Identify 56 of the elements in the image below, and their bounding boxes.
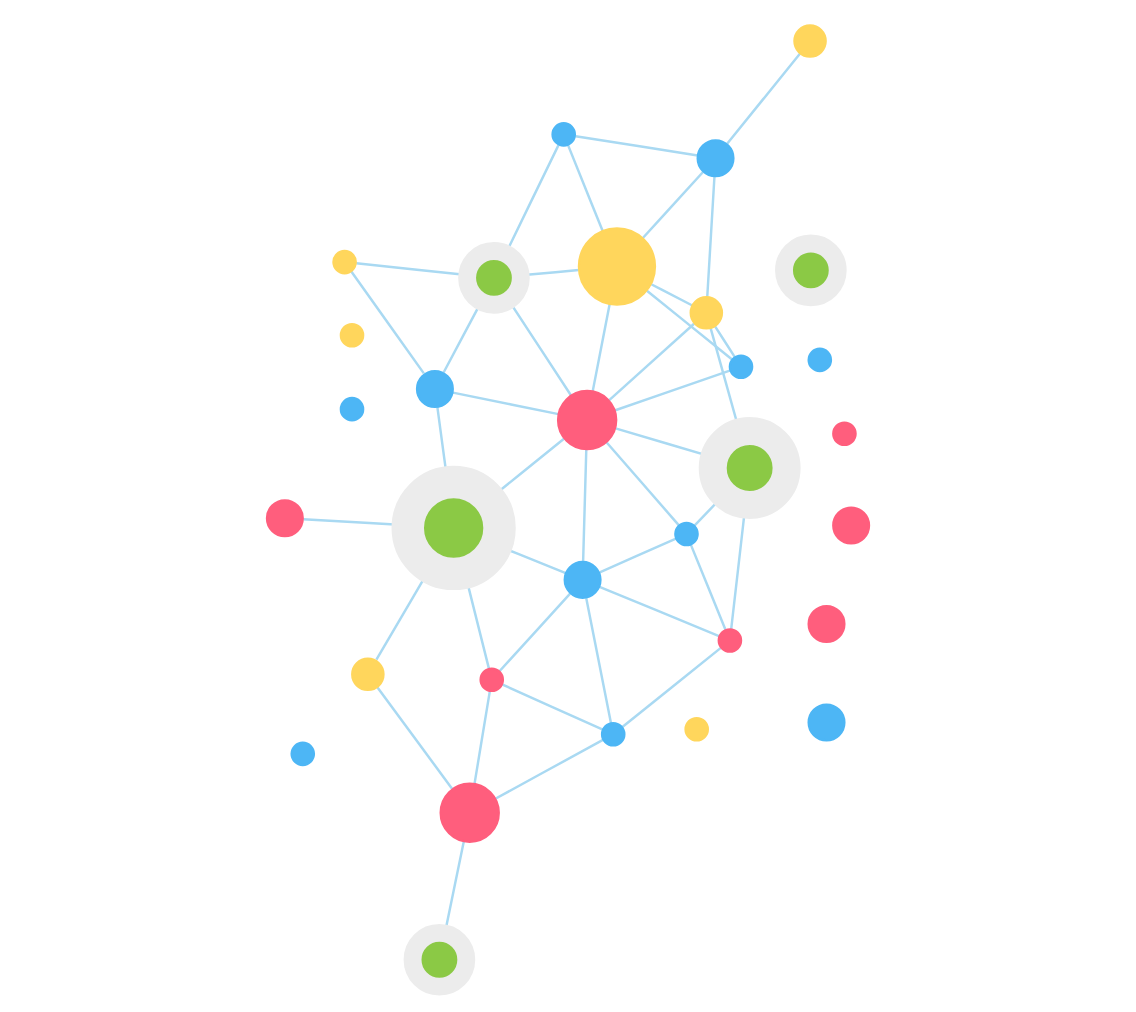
connector — [689, 544, 727, 631]
connector — [726, 52, 802, 145]
node-circle — [391, 465, 516, 591]
node-circle — [689, 295, 724, 330]
connector — [706, 176, 716, 297]
node-circle — [351, 657, 385, 692]
node-circle — [807, 347, 833, 373]
node-circle — [832, 421, 857, 447]
node-circle — [696, 139, 735, 178]
node-circle — [577, 227, 657, 306]
connector — [621, 646, 722, 728]
connector — [641, 171, 704, 239]
connector — [599, 537, 677, 574]
connector — [498, 592, 572, 673]
node-circle — [728, 354, 754, 380]
node-circle — [717, 628, 743, 653]
connector — [614, 369, 731, 412]
node-circle — [339, 396, 365, 422]
node-circle — [439, 782, 500, 843]
connector — [494, 738, 604, 800]
node-circle — [290, 741, 316, 767]
node-circle — [556, 389, 618, 451]
connector — [566, 144, 604, 232]
node-circle — [684, 716, 709, 742]
connector — [605, 441, 680, 526]
node-circle — [563, 560, 602, 599]
connector — [376, 686, 454, 790]
connector — [599, 585, 720, 638]
connector — [646, 289, 733, 361]
node-circle — [332, 249, 357, 275]
node-circle — [415, 369, 454, 408]
node-circle — [775, 234, 847, 307]
connector — [591, 303, 611, 392]
connector — [650, 283, 693, 307]
node-circle — [600, 722, 626, 747]
connector — [575, 135, 698, 157]
node-circle — [265, 499, 304, 538]
node-circle — [793, 24, 827, 58]
node-circle — [832, 506, 871, 545]
node-circle — [551, 122, 576, 147]
connector — [585, 598, 613, 724]
node-circle — [458, 242, 530, 314]
connector — [350, 270, 425, 375]
connector — [452, 391, 559, 416]
node-circle — [698, 417, 801, 519]
node-circle — [674, 521, 699, 547]
node-circle — [403, 923, 476, 996]
connector — [581, 449, 588, 562]
connector — [608, 322, 695, 402]
node-circle — [339, 322, 365, 348]
connector — [501, 683, 604, 731]
node-circle — [807, 703, 846, 742]
node-circle — [479, 667, 505, 693]
node-circle — [807, 605, 846, 644]
connector — [714, 325, 736, 358]
connector — [473, 690, 492, 785]
